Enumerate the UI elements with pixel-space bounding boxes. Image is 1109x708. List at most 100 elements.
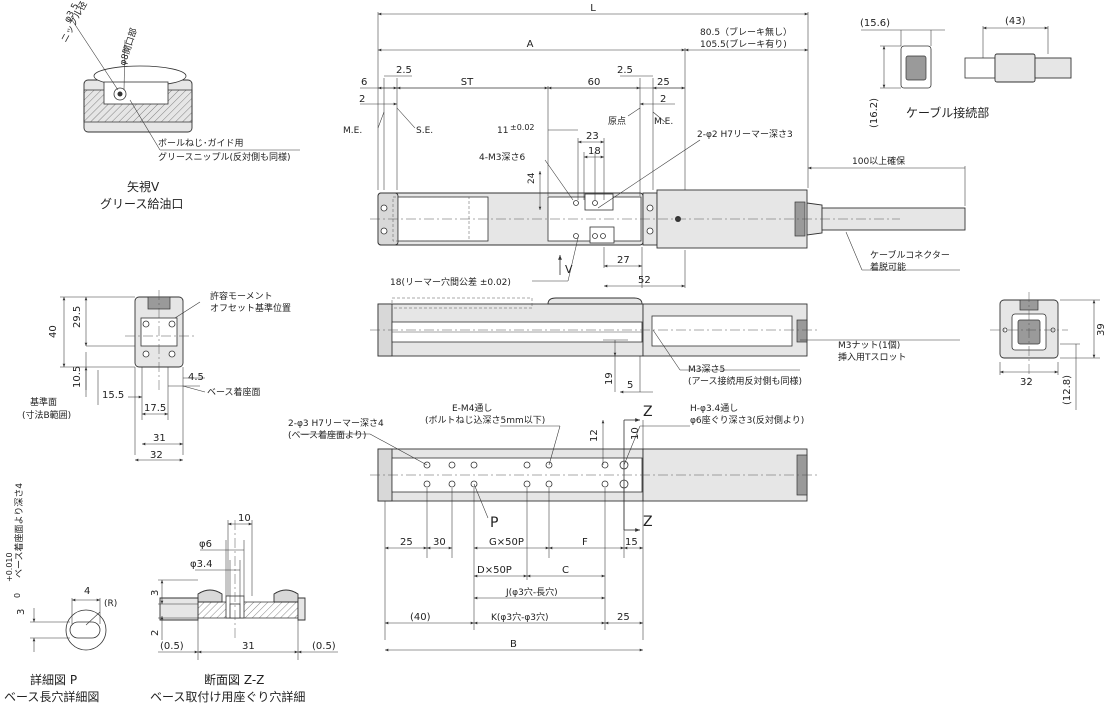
opening-label: φ8開口部	[116, 26, 139, 66]
reamer-phi2-label: 2-φ2 H7リーマー深さ3	[697, 129, 793, 140]
side-view: M3深さ5 (アース接続用反対側も同様) M3ナット(1個) 挿入用Tスロット …	[370, 297, 960, 394]
dim-4-detail: 4	[84, 586, 90, 597]
nipple-label: グリースニップル(反対側も同様)	[158, 151, 291, 163]
hole-counterbore-label: φ6座ぐり深さ3(反対側より)	[690, 414, 804, 426]
detail-p-title: 詳細図 P	[30, 672, 77, 687]
dim-15-6: (15.6)	[860, 18, 890, 29]
dim-10-section: 10	[238, 513, 251, 524]
dim-B: B	[510, 639, 517, 650]
section-z-z: 10 φ6 φ3.4 3 2 (0.5) 31 (0.5) 断面図 Z-Z ベー…	[150, 513, 338, 704]
dim-31-end: 31	[153, 433, 166, 444]
cable-connection-view: (15.6) (43) (16.2) ケーブル接続部	[860, 16, 1072, 128]
end-view: 許容モーメント オフセット基準位置 40 29.5 10.5 4.5 ベース着座…	[22, 290, 291, 462]
dim-K: K(φ3穴-φ3穴)	[491, 611, 549, 623]
dim-31-section: 31	[242, 641, 255, 652]
hole-h-label: H-φ3.4通し	[690, 403, 738, 414]
bottom-view: Z Z P 2-φ3 H7リーマー深さ4 (ベース着座面より) E-M4通し (…	[288, 403, 820, 652]
dim-32-right: 32	[1020, 377, 1033, 388]
dim-32-end: 32	[150, 450, 163, 461]
dim-19: 19	[604, 372, 615, 385]
dim-C: C	[562, 565, 569, 576]
dim-D: D×50P	[477, 565, 512, 576]
grease-port-view: φ3.5 ニップル径 φ8開口部 ボールねじ･ガイド用 グリースニップル(反対側…	[58, 0, 300, 211]
m3-earth-label: M3深さ5	[688, 364, 725, 375]
right-end-view: 39 32 (12.8)	[990, 292, 1107, 410]
dim-0-5-right: (0.5)	[312, 641, 336, 652]
depth-note: ベース着座面より深さ4	[13, 483, 25, 578]
top-view: L A 80.5（ブレーキ無し） 105.5(ブレーキ有り) 6 2.5 2 S…	[343, 3, 966, 288]
reamer-tolerance-label: 18(リーマー穴間公差 ±0.02)	[390, 276, 511, 288]
reamer3-note: (ベース着座面より)	[288, 429, 366, 441]
phi3-4-label: φ3.4	[190, 559, 213, 570]
dim-43: (43)	[1005, 16, 1026, 27]
view-v-arrow-label: V	[565, 263, 573, 276]
cable-connection-title: ケーブル接続部	[906, 105, 989, 120]
detail-p: +0.010 0 3 ベース着座面より深さ4 4 (R) 詳細図 P ベース長穴…	[4, 483, 117, 704]
dim-16-2: (16.2)	[869, 98, 880, 128]
connector-label: ケーブルコネクター	[870, 249, 950, 261]
dim-2-right: 2	[660, 94, 666, 105]
cable-length-label: 100以上確保	[852, 155, 905, 167]
reference-surface-label: 基準面	[30, 396, 57, 408]
dim-27: 27	[617, 255, 630, 266]
detail-p-subtitle: ベース長穴詳細図	[4, 689, 99, 704]
em4-label: E-M4通し	[452, 403, 492, 414]
dim-6: 6	[361, 77, 367, 88]
dim-39: 39	[1096, 323, 1107, 336]
base-surface-label: ベース着座面	[207, 386, 261, 398]
earth-note-label: (アース接続用反対側も同様)	[688, 375, 802, 387]
me-left-label: M.E.	[343, 126, 362, 136]
dim-10-bottom: 10	[630, 427, 641, 440]
detachable-label: 着脱可能	[870, 261, 906, 273]
origin-label: 原点	[608, 116, 626, 127]
dim-G: G×50P	[489, 537, 524, 548]
em4-note: (ボルトねじ込深さ5mm以下)	[425, 415, 545, 426]
dim-52: 52	[638, 275, 651, 286]
dim-2-5-left: 2.5	[396, 65, 412, 76]
grease-port-title: グリース給油口	[100, 197, 183, 211]
dim-12-8: (12.8)	[1062, 375, 1073, 405]
dim-3-detail: 3	[16, 609, 27, 615]
dim-29-5: 29.5	[72, 306, 83, 328]
brake-none-label: 80.5（ブレーキ無し）	[700, 26, 792, 38]
dim-12: 12	[589, 429, 600, 442]
dim-25-bottom: 25	[400, 537, 413, 548]
radius-label: (R)	[104, 599, 117, 609]
section-subtitle: ベース取付け用座ぐり穴詳細	[150, 689, 305, 704]
m3-depth-label: 4-M3深さ6	[479, 152, 525, 163]
tolerance-lower: 0	[13, 593, 22, 598]
se-label: S.E.	[416, 126, 433, 136]
dim-24: 24	[527, 172, 537, 184]
dim-15-bottom: 15	[625, 537, 638, 548]
dim-25-top: 25	[657, 77, 670, 88]
moment-label-1: 許容モーメント	[210, 290, 273, 302]
brake-with-label: 105.5(ブレーキ有り)	[700, 38, 787, 50]
dim-5-side: 5	[627, 380, 633, 391]
dim-3-section: 3	[150, 590, 161, 596]
me-right-label: M.E.	[654, 117, 673, 127]
dim-11: 11	[497, 126, 508, 136]
tslot-label: 挿入用Tスロット	[838, 351, 907, 363]
phi6-label: φ6	[199, 539, 212, 550]
section-z-bottom: Z	[643, 514, 653, 530]
tolerance-upper: +0.010	[5, 552, 14, 582]
dim-A: A	[527, 39, 534, 50]
dim-40-end: 40	[48, 325, 59, 338]
dim-18: 18	[588, 146, 601, 157]
dim-2-section: 2	[150, 630, 161, 636]
dim-60: 60	[588, 77, 601, 88]
reference-range-label: (寸法B範囲)	[22, 409, 71, 421]
dim-2-left: 2	[359, 94, 365, 105]
dim-10-5: 10.5	[72, 366, 83, 388]
dim-17-5: 17.5	[144, 403, 166, 414]
dim-F: F	[582, 537, 588, 548]
dim-0-5-left: (0.5)	[160, 641, 184, 652]
nut-label: M3ナット(1個)	[838, 339, 900, 351]
moment-label-2: オフセット基準位置	[210, 302, 291, 314]
dim-4-5: 4.5	[188, 372, 204, 383]
dim-15-5: 15.5	[102, 390, 124, 401]
detail-p-marker: P	[490, 515, 498, 531]
dim-40-bottom: (40)	[410, 612, 431, 623]
